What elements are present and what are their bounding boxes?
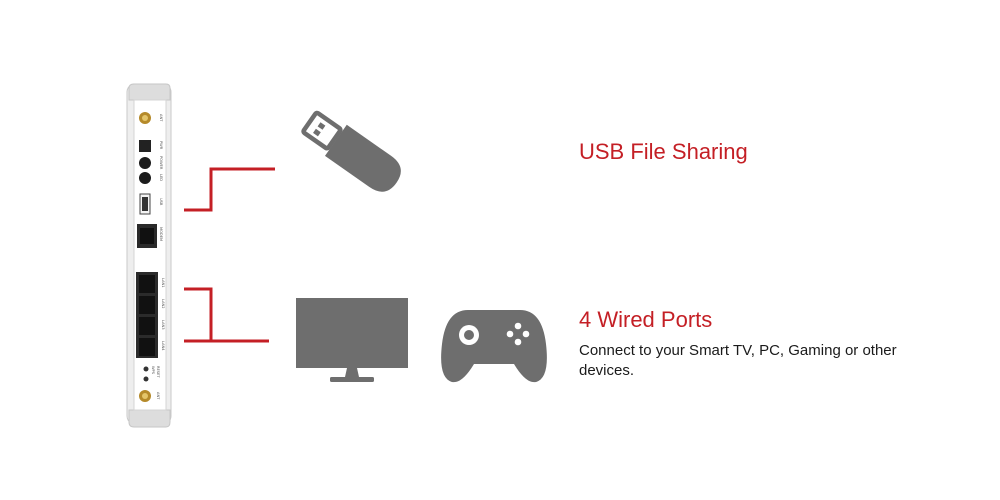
power-jack (139, 140, 151, 152)
usb-flash-drive-icon (301, 110, 401, 192)
port-label-led: LED (159, 174, 163, 181)
lan-port-block (136, 272, 158, 358)
port-label-usb: USB (159, 198, 163, 206)
port-label-lan2: LAN2 (161, 299, 165, 309)
port-label-lan1: LAN1 (161, 278, 165, 288)
port-label-pwr: PWR (159, 141, 163, 150)
usb-file-sharing-title: USB File Sharing (579, 139, 748, 164)
lan-port-2 (139, 296, 155, 314)
usb-port (139, 193, 151, 215)
monitor-icon (296, 298, 408, 382)
reset-button[interactable] (143, 376, 149, 382)
port-label-ant-top: ANT (159, 114, 163, 122)
lan-connector-line-top (184, 287, 213, 341)
lan-port-1 (139, 275, 155, 293)
port-label-ant-bottom: ANT (156, 392, 160, 400)
connector-lines (184, 167, 275, 343)
game-controller-icon (441, 310, 547, 383)
power-button[interactable] (139, 157, 151, 169)
wired-ports-description: Connect to your Smart TV, PC, Gaming or … (579, 342, 897, 379)
port-label-power: POWER (159, 156, 163, 170)
wired-ports-title: 4 Wired Ports (579, 307, 713, 332)
lan-port-4 (139, 338, 155, 356)
port-label-modem: MODEM (159, 227, 163, 241)
antenna-connector-top (139, 112, 151, 124)
port-label-lan3: LAN3 (161, 320, 165, 330)
modem-port (137, 224, 157, 248)
port-label-lan4: LAN4 (161, 341, 165, 351)
router-bottom-cap (128, 409, 171, 428)
router-side-panel: ANT PWR POWER LED USB MODEM LAN1 LAN2 LA… (126, 83, 172, 428)
port-label-wps: WPS (151, 366, 155, 375)
usb-connector-line (184, 167, 275, 212)
wps-button[interactable] (143, 366, 149, 372)
port-label-reset: RESET (156, 366, 160, 378)
antenna-connector-bottom (139, 390, 151, 402)
router-top-cap (128, 83, 171, 101)
led-button[interactable] (139, 172, 151, 184)
lan-port-3 (139, 317, 155, 335)
